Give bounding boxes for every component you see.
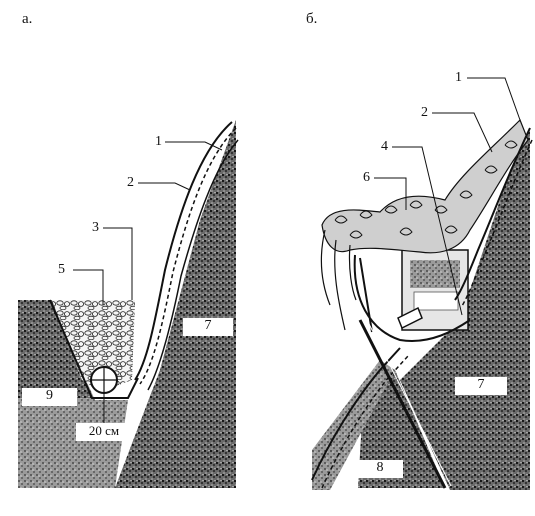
membrane-layer-a-1 — [134, 121, 233, 381]
dimension-label-a: 20 см — [76, 423, 132, 441]
bank-soil-a — [115, 120, 236, 488]
base-soil-b — [358, 370, 445, 488]
slope-membrane-b-2 — [461, 139, 533, 307]
leader-b-2 — [432, 112, 493, 153]
anchor-rod-b — [358, 319, 447, 489]
callout-a-5: 5 — [58, 262, 65, 277]
left-wedge-a — [18, 300, 92, 398]
gravel-fill-a — [52, 300, 135, 392]
membrane-band-b-2 — [311, 347, 401, 481]
panel-b-title: б. — [306, 11, 318, 27]
layer-label-b-7: 7 — [455, 377, 507, 395]
callout-b-6: 6 — [363, 170, 370, 185]
left-soil-b — [312, 360, 395, 490]
anchor-plate-b — [397, 306, 423, 330]
leader-a-5 — [73, 269, 104, 305]
callout-a-3: 3 — [92, 220, 99, 235]
channel-liner-a — [49, 299, 139, 399]
membrane-layer-a-2 — [139, 127, 237, 385]
vine-b-1 — [320, 229, 331, 306]
layer-label-b-8: 8 — [357, 460, 403, 478]
callout-a-2: 2 — [127, 175, 134, 190]
vine-b-2 — [334, 239, 346, 331]
membrane-layer-a-3 — [147, 139, 239, 391]
callout-a-1: 1 — [155, 134, 162, 149]
membrane-band-b-1 — [353, 254, 471, 342]
membrane-band-b-3 — [321, 355, 409, 489]
layer-label-a-9: 9 — [22, 388, 77, 406]
callout-b-4: 4 — [381, 139, 388, 154]
vegetation-b — [321, 118, 529, 254]
callout-b-2: 2 — [421, 105, 428, 120]
leader-a-2 — [138, 182, 191, 191]
leader-b-4 — [392, 146, 463, 316]
leaf-texture-b — [334, 140, 518, 239]
leader-b-1 — [467, 77, 521, 121]
callout-b-1: 1 — [455, 70, 462, 85]
layer-label-a-7: 7 — [183, 318, 233, 336]
leader-b-6 — [374, 177, 407, 210]
leader-a-3 — [103, 227, 133, 300]
panel-a-title: а. — [22, 11, 33, 27]
leader-a-1 — [165, 141, 223, 151]
vine-b-3 — [348, 244, 357, 301]
panel-b — [311, 77, 533, 490]
slope-membrane-b — [454, 127, 531, 301]
